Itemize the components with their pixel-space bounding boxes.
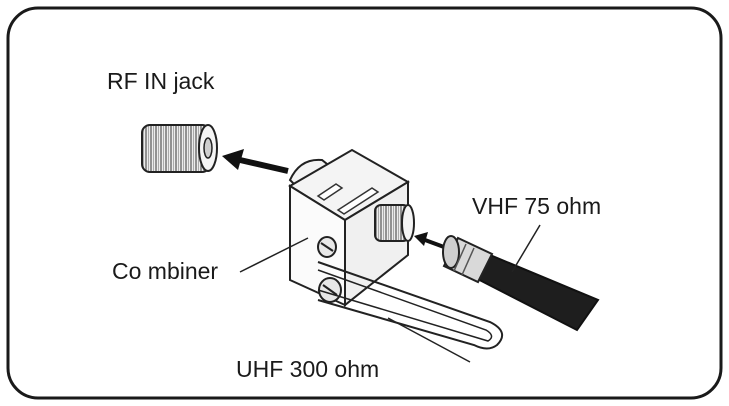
- combiner-f-connector: [374, 204, 415, 242]
- combiner-label: Co mbiner: [112, 258, 218, 284]
- vhf-leader-line: [511, 224, 541, 273]
- insert-arrow-small: [414, 232, 445, 249]
- uhf-leader-line: [387, 317, 471, 363]
- rf-in-jack-connector: [141, 124, 218, 173]
- rf-in-jack-label: RF IN jack: [107, 68, 215, 94]
- vhf-coax-cable: [442, 235, 600, 332]
- uhf-twin-lead: [317, 261, 504, 350]
- vhf-label: VHF 75 ohm: [472, 193, 601, 219]
- insert-arrow-large: [222, 149, 289, 174]
- uhf-label: UHF 300 ohm: [236, 356, 379, 382]
- combiner-leader-line: [239, 237, 309, 273]
